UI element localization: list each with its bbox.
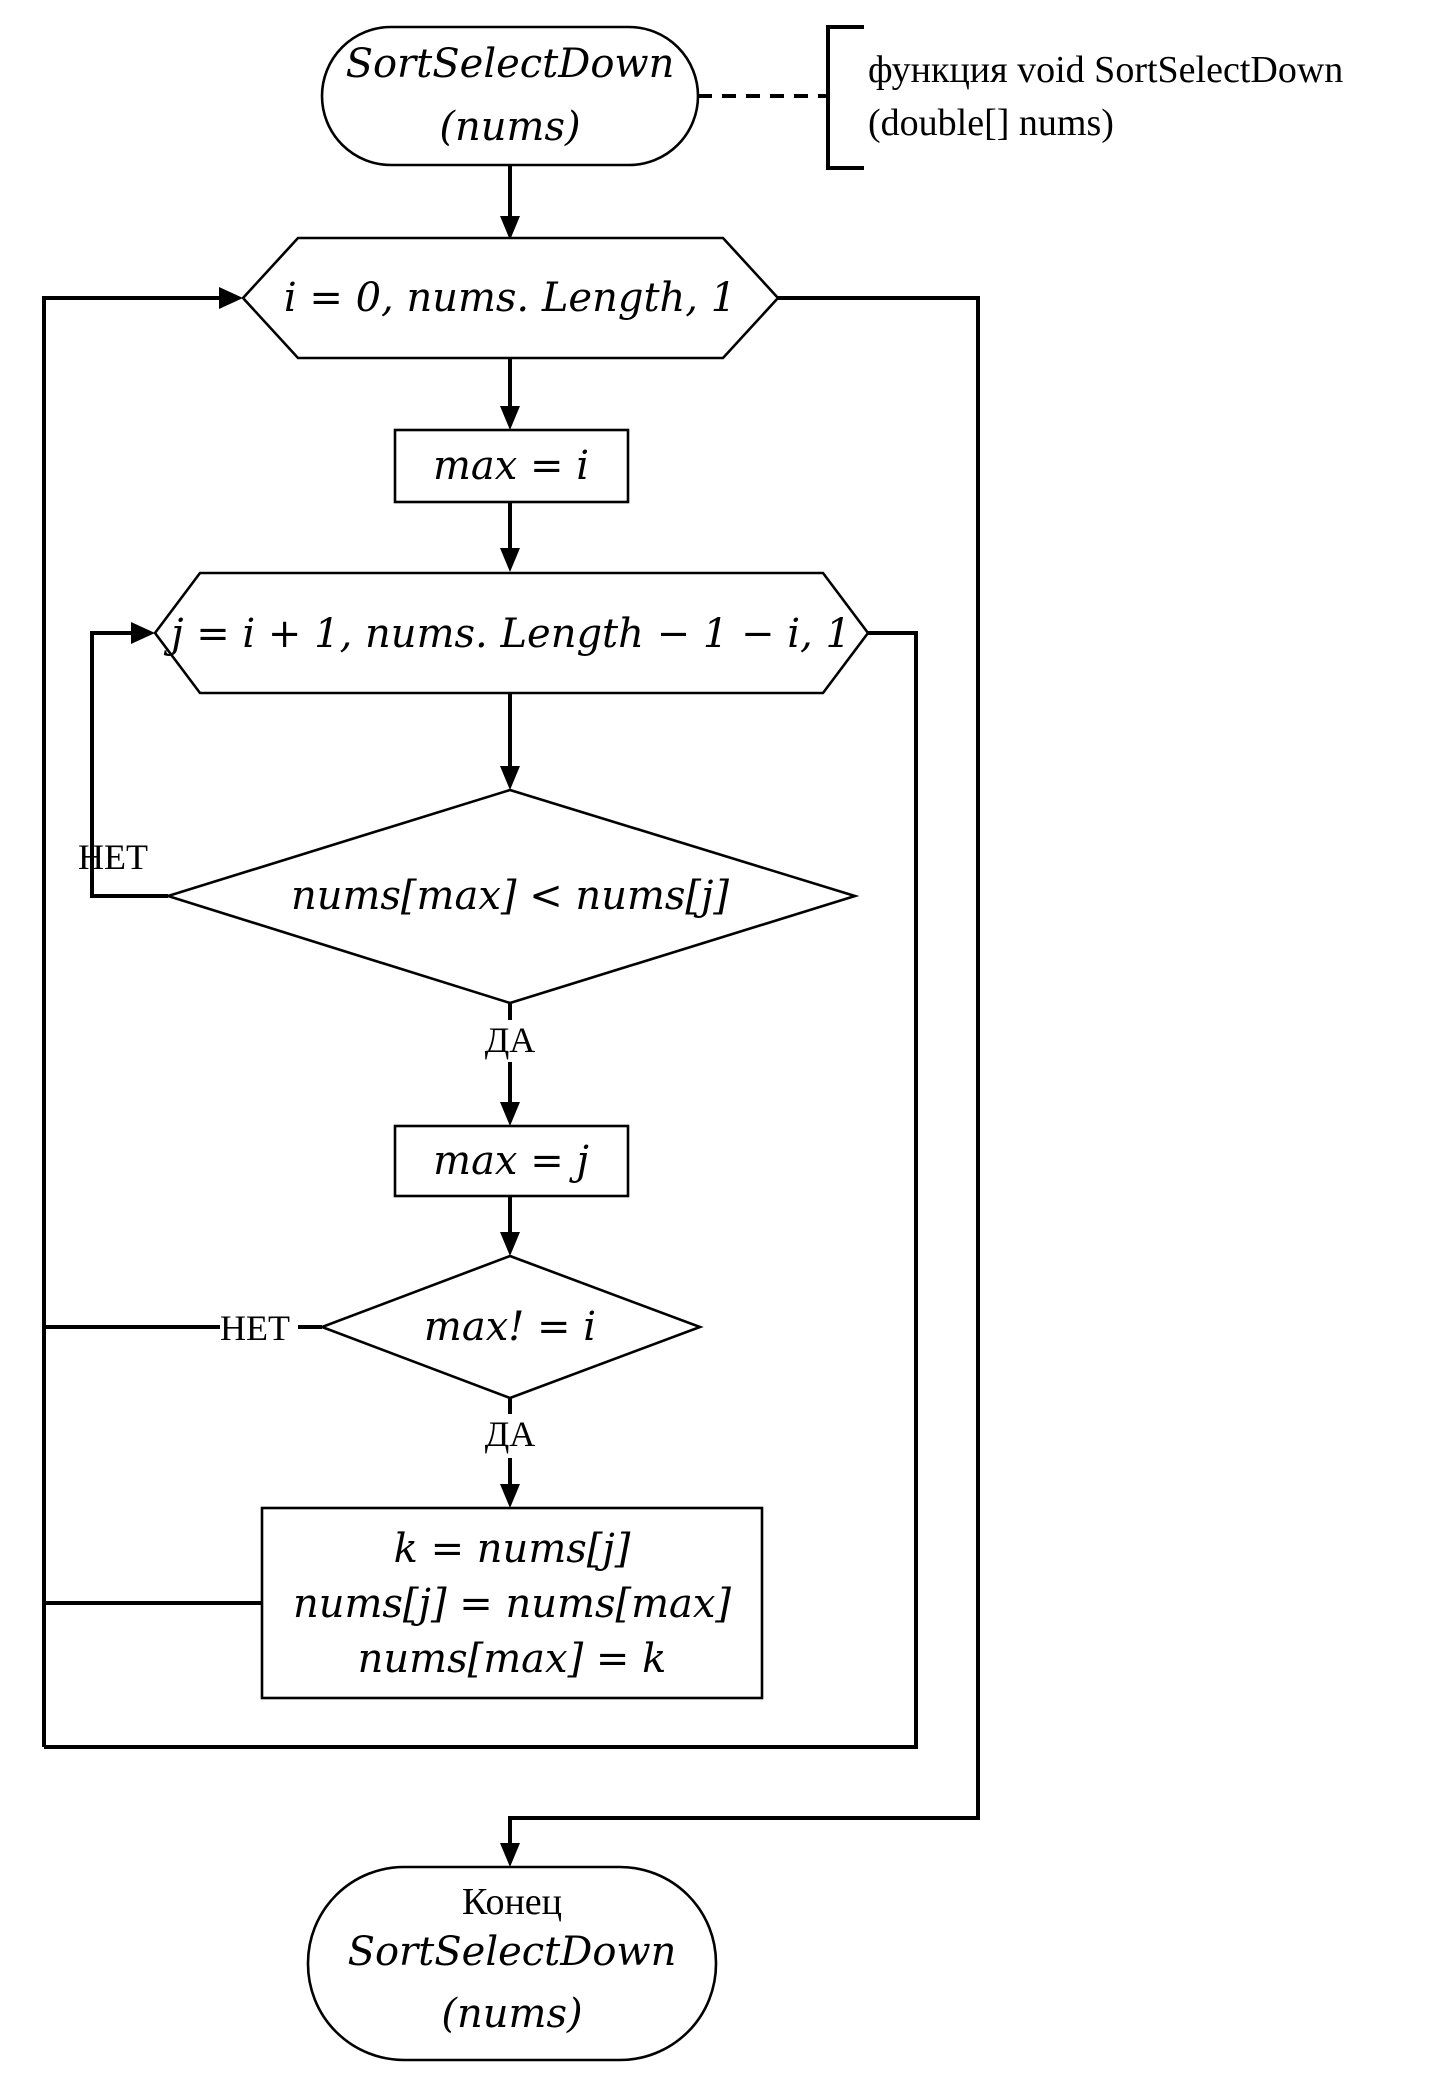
connector-compare-no — [90, 631, 168, 898]
outer-loop-return — [42, 296, 223, 1747]
decision-neq-text: max! = i — [424, 1304, 596, 1350]
arrowhead — [500, 1484, 520, 1508]
outer-loop-exit — [508, 296, 980, 1847]
inner-loop-text: j = i + 1, nums. Length − 1 − i, 1 — [163, 611, 851, 657]
end-title: SortSelectDown — [348, 1929, 677, 1975]
arrowhead — [500, 216, 520, 240]
arrowhead — [500, 1102, 520, 1126]
comment-line-2: (double[] nums) — [868, 102, 1114, 144]
assign-max-i-text: max = i — [433, 443, 589, 489]
arrowhead — [219, 287, 243, 309]
assign-max-j-text: max = j — [433, 1138, 589, 1184]
start-param: (nums) — [439, 104, 580, 150]
arrowhead — [500, 1843, 520, 1867]
arrowhead — [500, 548, 520, 572]
outer-loop-text: i = 0, nums. Length, 1 — [284, 275, 736, 321]
arrowhead — [500, 766, 520, 790]
end-param: (nums) — [441, 1991, 582, 2037]
end-terminator — [306, 1865, 718, 2062]
neq-yes-label: ДА — [485, 1414, 536, 1454]
swap-line-1: k = nums[j] — [394, 1526, 631, 1572]
compare-yes-label: ДА — [485, 1020, 536, 1060]
neq-no-label: НЕТ — [220, 1308, 290, 1348]
start-title: SortSelectDown — [346, 41, 675, 87]
decision-compare-text: nums[max] < nums[j] — [291, 873, 729, 919]
swap-line-2: nums[j] = nums[max] — [293, 1581, 731, 1627]
swap-line-3: nums[max] = k — [358, 1636, 667, 1682]
arrowhead — [131, 622, 155, 644]
end-label: Конец — [462, 1881, 562, 1923]
inner-loop-exit — [44, 631, 918, 1749]
comment-bracket — [826, 25, 864, 170]
arrowhead — [500, 1232, 520, 1256]
compare-no-label: НЕТ — [78, 837, 148, 877]
comment-line-1: функция void SortSelectDown — [868, 49, 1343, 91]
arrowhead — [500, 406, 520, 430]
assign-max-i-box — [393, 428, 630, 504]
